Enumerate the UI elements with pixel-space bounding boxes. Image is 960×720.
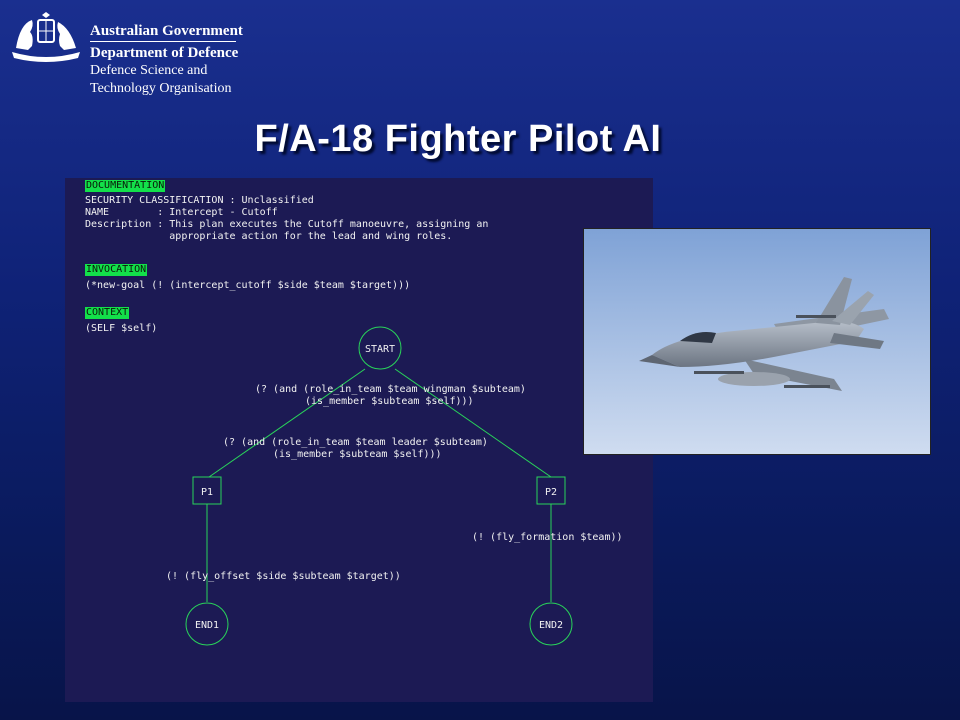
org-line-1: Australian Government [90, 23, 243, 39]
edge-start-p1-label-2: (is_member $subteam $self))) [273, 449, 442, 460]
edge-start-p1-label-1: (? (and (role_in_team $team leader $subt… [223, 437, 488, 448]
doc-line-2: NAME : Intercept - Cutoff [85, 207, 278, 218]
org-line-4: Technology Organisation [90, 81, 232, 96]
edge-start-p1 [208, 368, 366, 478]
node-end2-label: END2 [539, 620, 563, 631]
organisation-block: Australian Government Department of Defe… [90, 22, 243, 98]
doc-line-1: SECURITY CLASSIFICATION : Unclassified [85, 195, 314, 206]
coat-of-arms-icon [12, 12, 80, 62]
node-p2 [536, 476, 566, 505]
node-end2 [529, 602, 573, 646]
context-text: (SELF $self) [85, 323, 158, 334]
node-start [358, 326, 402, 370]
edge-p2-end2-label: (! (fly_formation $team)) [472, 532, 623, 543]
slide-title: F/A-18 Fighter Pilot AI [254, 118, 662, 160]
node-p1-label: P1 [201, 487, 213, 498]
node-p2-label: P2 [545, 487, 557, 498]
edge-start-p2-label-1: (? (and (role_in_team $team wingman $sub… [255, 384, 526, 395]
fighter-jet-photo [583, 228, 931, 455]
edge-p1-end1-label: (! (fly_offset $side $subteam $target)) [166, 571, 401, 582]
plan-panel: DOCUMENTATION SECURITY CLASSIFICATION : … [65, 178, 653, 702]
node-p1 [192, 476, 222, 505]
node-start-label: START [365, 344, 395, 355]
doc-line-4: appropriate action for the lead and wing… [85, 231, 453, 242]
invocation-text: (*new-goal (! (intercept_cutoff $side $t… [85, 280, 411, 291]
node-end1-label: END1 [195, 620, 219, 631]
org-divider [90, 41, 236, 42]
doc-line-3: Description : This plan executes the Cut… [85, 219, 489, 230]
context-label: CONTEXT [85, 307, 130, 319]
invocation-label: INVOCATION [85, 264, 148, 276]
edge-start-p2-label-2: (is_member $subteam $self))) [305, 396, 474, 407]
plan-graph: START P1 P2 END1 END2 [185, 326, 573, 646]
edge-start-p2 [394, 368, 552, 478]
node-end1 [185, 602, 229, 646]
documentation-label: DOCUMENTATION [85, 180, 166, 192]
org-line-3: Defence Science and [90, 63, 208, 78]
org-line-2: Department of Defence [90, 45, 239, 61]
